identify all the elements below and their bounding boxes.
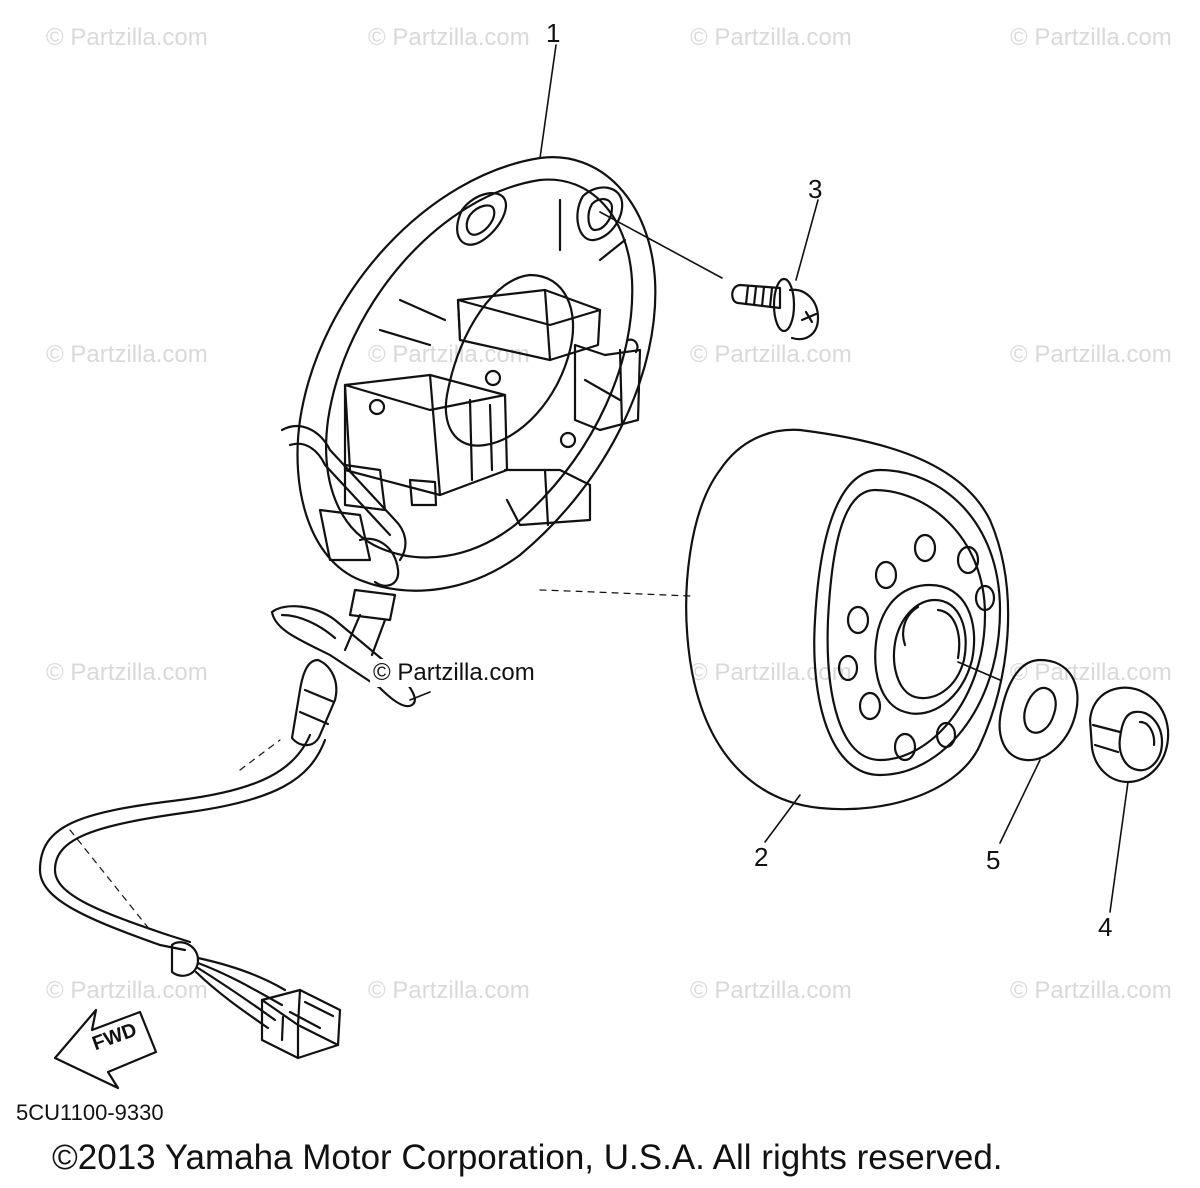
watermark: © Partzilla.com bbox=[1010, 977, 1172, 1004]
callout-4: 4 bbox=[1098, 912, 1113, 942]
watermark: © Partzilla.com bbox=[690, 977, 852, 1004]
washer bbox=[998, 658, 1079, 762]
watermark: © Partzilla.com bbox=[1010, 659, 1172, 686]
screw bbox=[731, 277, 820, 341]
callout-2: 2 bbox=[754, 842, 769, 872]
watermark: © Partzilla.com bbox=[690, 24, 852, 51]
stator-assembly bbox=[270, 156, 657, 747]
leader-lines bbox=[409, 44, 1129, 913]
watermark: © Partzilla.com bbox=[46, 24, 208, 51]
center-watermark: © Partzilla.com bbox=[370, 659, 538, 687]
watermark: © Partzilla.com bbox=[690, 341, 852, 368]
callout-1: 1 bbox=[546, 18, 561, 48]
watermark: © Partzilla.com bbox=[368, 24, 530, 51]
callout-5: 5 bbox=[986, 845, 1001, 875]
phantom-lines bbox=[69, 589, 691, 931]
watermark: © Partzilla.com bbox=[690, 659, 852, 686]
watermark: © Partzilla.com bbox=[368, 977, 530, 1004]
watermark: © Partzilla.com bbox=[46, 659, 208, 686]
nut bbox=[1088, 686, 1170, 784]
callout-3: 3 bbox=[808, 174, 823, 204]
lead-wire bbox=[38, 733, 342, 1060]
flywheel-rotor bbox=[685, 428, 1010, 811]
watermark: © Partzilla.com bbox=[368, 341, 530, 368]
diagram-code: 5CU1100-9330 bbox=[16, 1100, 164, 1125]
watermark: © Partzilla.com bbox=[46, 341, 208, 368]
copyright-notice: ©2013 Yamaha Motor Corporation, U.S.A. A… bbox=[52, 1138, 1003, 1177]
watermark: © Partzilla.com bbox=[1010, 341, 1172, 368]
fwd-arrow-icon bbox=[53, 1008, 158, 1090]
watermark: © Partzilla.com bbox=[1010, 24, 1172, 51]
watermark: © Partzilla.com bbox=[46, 977, 208, 1004]
